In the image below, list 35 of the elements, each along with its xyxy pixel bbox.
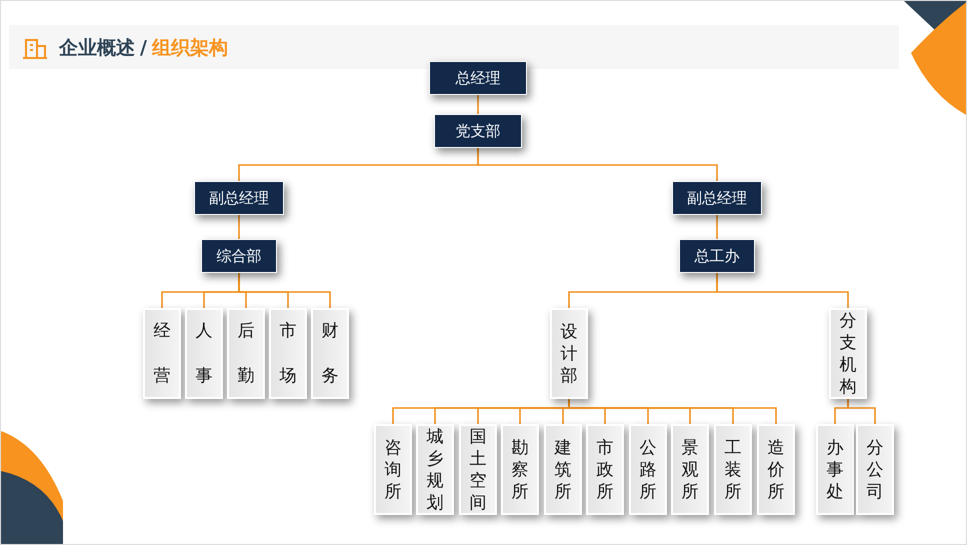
unit-box: 后勤 bbox=[227, 308, 265, 399]
unit-box: 经营 bbox=[143, 308, 181, 399]
connector-line bbox=[716, 215, 718, 239]
page-title: 企业概述 bbox=[59, 36, 135, 61]
unit-box: 城乡规划 bbox=[416, 424, 454, 515]
unit-box: 工装所 bbox=[714, 424, 752, 515]
unit-box: 设计部 bbox=[550, 308, 588, 399]
department-box: 总工办 bbox=[679, 239, 755, 273]
connector-line bbox=[477, 148, 718, 181]
unit-box: 分公司 bbox=[856, 424, 894, 515]
unit-box: 景观所 bbox=[671, 424, 709, 515]
connector-line bbox=[716, 273, 849, 308]
unit-box: 造价所 bbox=[757, 424, 795, 515]
unit-box: 分支机构 bbox=[829, 308, 867, 399]
connector-line bbox=[477, 95, 479, 114]
unit-box: 建筑所 bbox=[544, 424, 582, 515]
unit-box: 市场 bbox=[269, 308, 307, 399]
connector-line bbox=[847, 399, 876, 424]
department-box: 党支部 bbox=[434, 114, 522, 148]
unit-box: 人事 bbox=[185, 308, 223, 399]
unit-box: 市政所 bbox=[586, 424, 624, 515]
connector-line bbox=[238, 273, 331, 308]
connector-line bbox=[238, 215, 240, 239]
unit-box: 公路所 bbox=[629, 424, 667, 515]
unit-box: 国土空间 bbox=[459, 424, 497, 515]
title-separator: / bbox=[140, 36, 147, 61]
unit-box: 财务 bbox=[311, 308, 349, 399]
unit-box: 办事处 bbox=[816, 424, 854, 515]
department-box: 综合部 bbox=[201, 239, 277, 273]
unit-box: 咨询所 bbox=[374, 424, 412, 515]
unit-box: 勘察所 bbox=[501, 424, 539, 515]
department-box: 总经理 bbox=[429, 61, 527, 95]
page-subtitle: 组织架构 bbox=[152, 36, 228, 61]
department-box: 副总经理 bbox=[672, 181, 762, 215]
department-box: 副总经理 bbox=[194, 181, 284, 215]
